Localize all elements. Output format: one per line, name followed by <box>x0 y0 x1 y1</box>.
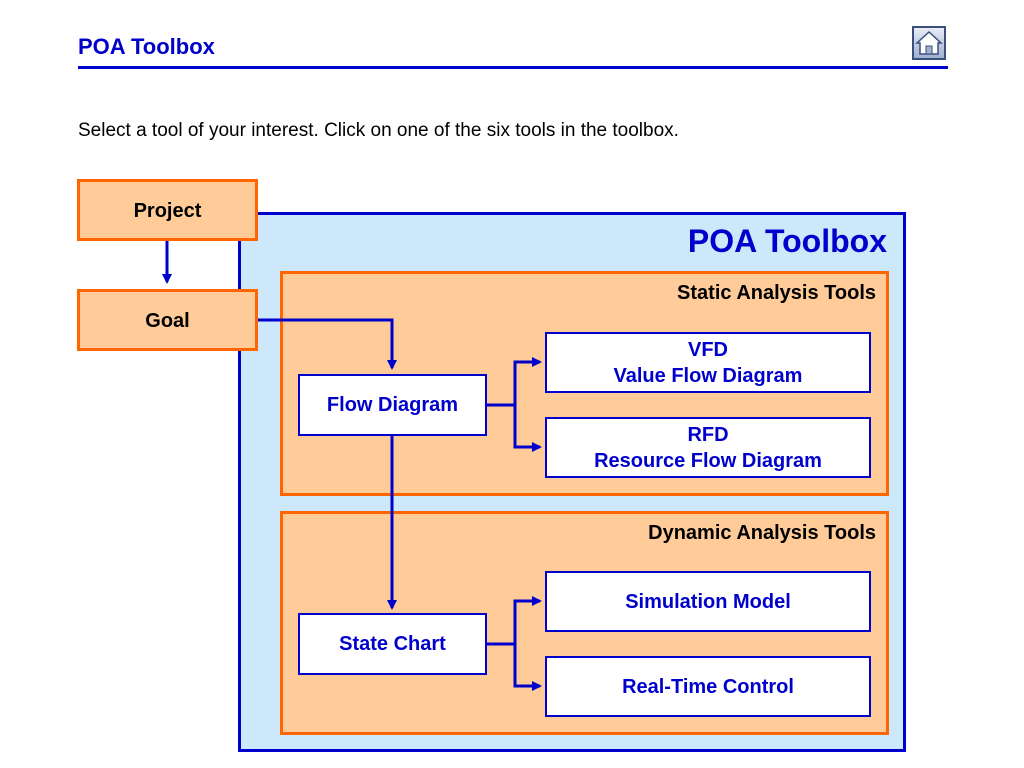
vfd-abbrev: VFD <box>688 338 728 361</box>
flow-diagram-button[interactable]: Flow Diagram <box>298 374 487 436</box>
goal-node[interactable]: Goal <box>77 289 258 351</box>
simulation-model-button[interactable]: Simulation Model <box>545 571 871 632</box>
real-time-control-button[interactable]: Real-Time Control <box>545 656 871 717</box>
dynamic-analysis-title: Dynamic Analysis Tools <box>648 522 876 544</box>
project-label: Project <box>133 200 202 222</box>
vfd-label: Value Flow Diagram <box>613 364 803 387</box>
home-button[interactable] <box>912 26 946 60</box>
vfd-button[interactable]: VFD Value Flow Diagram <box>545 332 871 393</box>
rfd-abbrev: RFD <box>687 423 729 446</box>
state-chart-label: State Chart <box>339 633 446 655</box>
flow-diagram-label: Flow Diagram <box>326 394 459 416</box>
home-icon <box>915 30 943 55</box>
static-analysis-title: Static Analysis Tools <box>677 282 876 304</box>
rfd-label: Resource Flow Diagram <box>594 449 822 472</box>
goal-label: Goal <box>145 310 190 332</box>
project-node[interactable]: Project <box>77 179 258 241</box>
header-divider <box>78 66 948 69</box>
rfd-button[interactable]: RFD Resource Flow Diagram <box>545 417 871 478</box>
real-time-control-label: Real-Time Control <box>622 675 794 698</box>
state-chart-button[interactable]: State Chart <box>298 613 487 675</box>
simulation-model-label: Simulation Model <box>625 590 791 613</box>
instruction-text: Select a tool of your interest. Click on… <box>78 120 679 141</box>
page-title: POA Toolbox <box>78 34 215 59</box>
toolbox-title: POA Toolbox <box>687 223 887 259</box>
